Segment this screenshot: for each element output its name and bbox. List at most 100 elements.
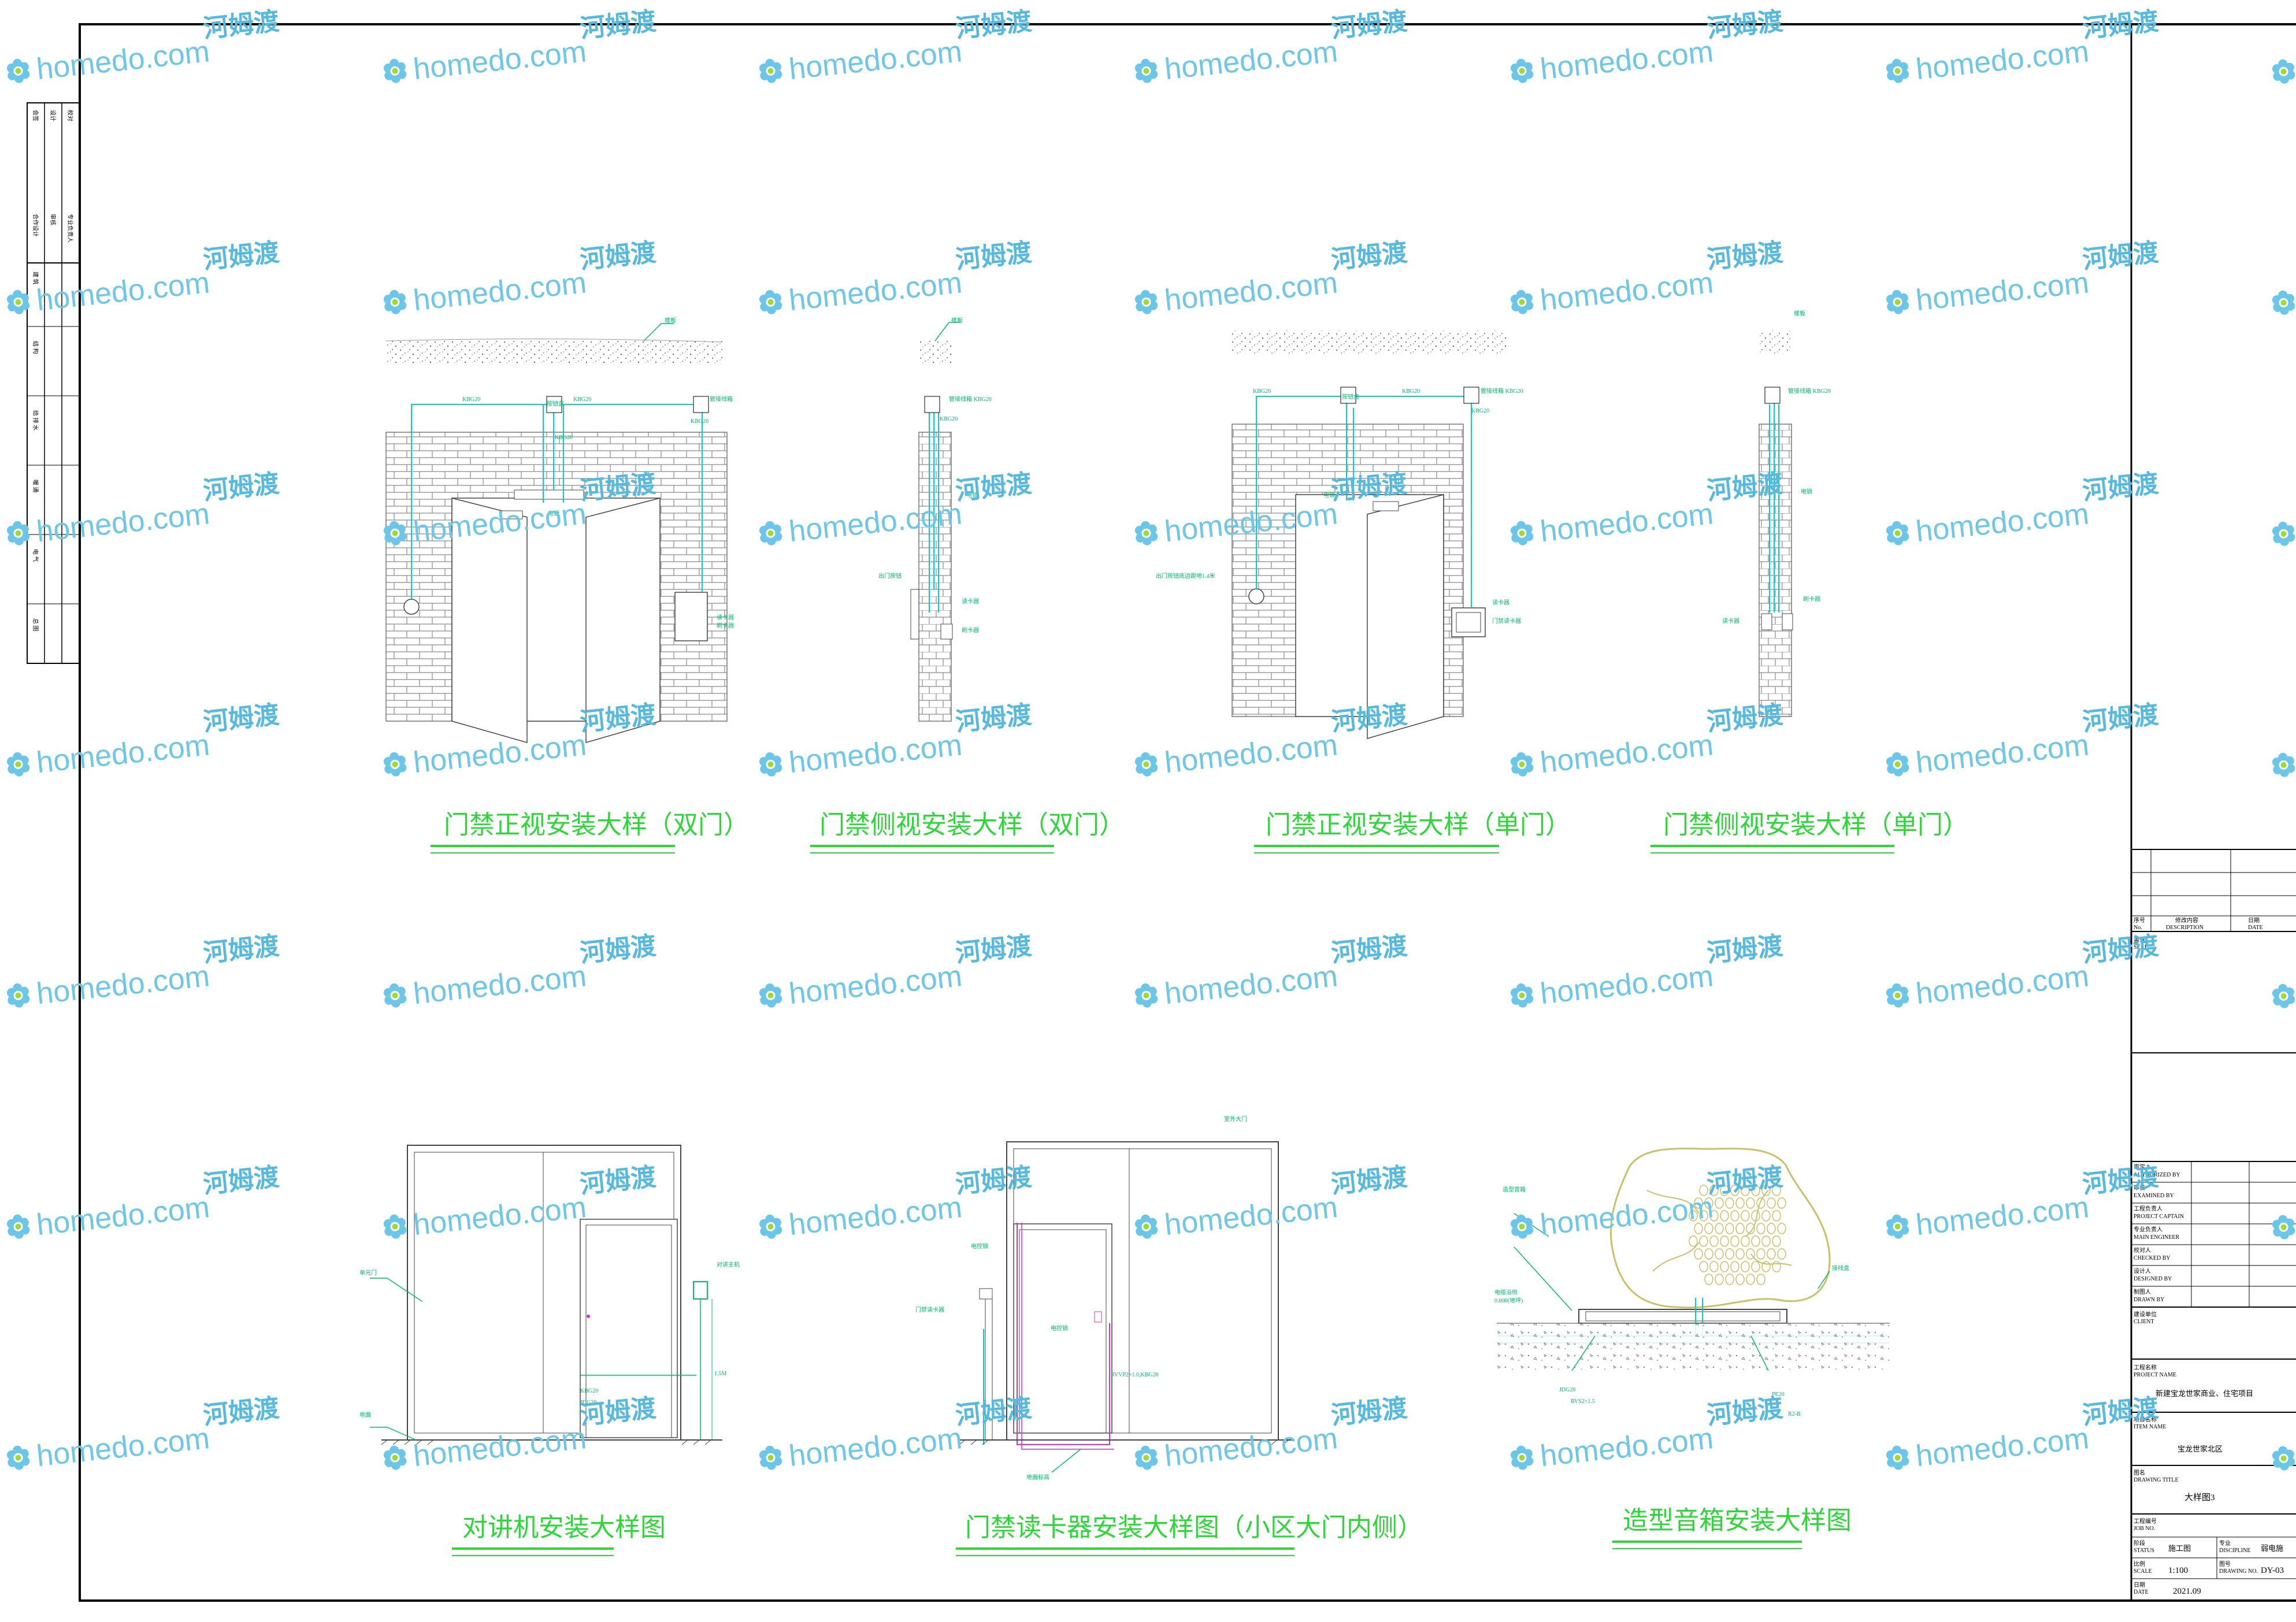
scale-value: 1:100 (2168, 1566, 2188, 1575)
role-label-en: PROJECT CAPTAIN (2134, 1213, 2184, 1220)
d5-label-5: JDG20 (580, 1400, 596, 1406)
discipline-value: 弱电施 (2261, 1544, 2283, 1553)
d6-label-2: 门禁读卡器 (915, 1306, 944, 1313)
d1-label-2: KBG20 (573, 396, 591, 403)
dwgno-label: 图号 (2219, 1561, 2231, 1568)
d7-label-2: 0.000(地坪) (1494, 1297, 1523, 1304)
d1-label-10: 电锁 (548, 510, 559, 517)
d2-label-6: 刷卡器 (962, 626, 979, 634)
left-strip-col: 暖 通 (32, 480, 39, 493)
left-approval-strip: 会签设计校对合作设计审核专业负责人 建 筑结 构给 排 水暖 通电 气总 图 (27, 102, 80, 664)
rev-header-desc-en: DESCRIPTION (2166, 925, 2204, 931)
d5-label-2: 1.5M (714, 1371, 727, 1377)
role-label: 工程负责人 (2134, 1205, 2163, 1212)
d3-label-8: 读卡器 (1492, 599, 1509, 606)
detail-front-double-door (385, 323, 728, 743)
drawing-border (79, 23, 2296, 1602)
role-label: 校对人 (2134, 1246, 2151, 1254)
item-en: ITEM NAME (2134, 1424, 2166, 1430)
role-label-en: CHECKED BY (2134, 1255, 2171, 1261)
role-label-en: DRAWN BY (2134, 1297, 2164, 1303)
detail-front-single-door (1232, 331, 1507, 739)
role-label-en: DESIGNED BY (2134, 1276, 2172, 1282)
scale-label: 比例 (2134, 1560, 2145, 1568)
scale-en: SCALE (2134, 1568, 2152, 1575)
d7-label-1: 电缆沿侧 (1494, 1289, 1518, 1296)
left-strip-row: 合作设计 (32, 214, 39, 237)
date-en: DATE (2134, 1589, 2149, 1595)
d7-label-0: 造型音箱 (1503, 1186, 1526, 1193)
left-strip-row: 审核 (49, 214, 57, 225)
role-label-en: MAIN ENGINEER (2134, 1234, 2179, 1241)
d3-label-2: KBG20 (1402, 388, 1420, 395)
d5-label-4: KBG20 (580, 1388, 598, 1394)
role-label-en: AUTHORIZED BY (2134, 1172, 2180, 1178)
d3-label-5: KBG20 (1471, 408, 1489, 414)
discipline-label: 专业 (2219, 1539, 2231, 1547)
d7-label-3: 接线盒 (1832, 1264, 1849, 1272)
d3-label-9: 门禁读卡器 (1492, 617, 1521, 625)
d1-label-6: KBG20 (691, 418, 709, 425)
detail-rock-speaker (1497, 1148, 1890, 1371)
d1-label-8: KBG20 (555, 435, 573, 441)
seal-en: SEAL (2134, 944, 2148, 951)
detail-gate-card-reader (959, 1141, 1294, 1473)
d7-label-7: R2-B (1788, 1411, 1801, 1417)
d5-label-1: 对讲主机 (717, 1261, 740, 1268)
d2-label-2: KBG20 (940, 416, 958, 422)
project-en: PROJECT NAME (2134, 1372, 2176, 1378)
project-label: 工程名称 (2134, 1364, 2157, 1371)
detail-side-single-door (1759, 331, 1793, 717)
d3-label-7: 出门按钮底边距地1.4米 (1156, 572, 1215, 580)
left-strip-col: 建 筑 (32, 272, 39, 285)
d4-label-1: 管接线箱 KBG20 (1788, 387, 1831, 395)
job-label: 工程编号 (2134, 1517, 2157, 1525)
d1-label-12: 读卡器 (717, 614, 734, 621)
d1-title: 门禁正视安装大样（双门） (444, 811, 749, 839)
d4-label-3: 读卡器 (1722, 617, 1739, 625)
d6-label-3: 电控锁 (1051, 1324, 1068, 1332)
role-label: 审定 (2134, 1163, 2145, 1171)
d4-title: 门禁侧视安装大样（单门） (1663, 811, 1968, 839)
d3-label-3: 管接线箱 KBG20 (1481, 387, 1523, 395)
d7-label-5: RVS2×1.5 (1571, 1398, 1595, 1405)
rev-header-date: 日期 (2248, 917, 2260, 924)
d3-title: 门禁正视安装大样（单门） (1266, 811, 1571, 839)
left-strip-col: 总 图 (32, 618, 39, 632)
d1-label-4: 按钮盒 (547, 400, 564, 407)
left-strip-col: 给 排 水 (32, 410, 39, 430)
title-block (2131, 849, 2296, 1579)
role-label: 专业负责人 (2134, 1226, 2163, 1233)
d1-label-0: 楼板 (665, 317, 676, 324)
d7-label-4: JDG20 (1559, 1387, 1575, 1393)
d3-label-6: 电锁 (1323, 491, 1335, 499)
d6-label-4: RVVP2×1.0,KBG20 (1111, 1372, 1159, 1378)
role-label: 制图人 (2134, 1288, 2151, 1296)
project-name: 新建宝龙世家商业、住宅项目 (2156, 1389, 2253, 1398)
client-en: CLIENT (2134, 1319, 2154, 1325)
d2-label-1: 管接线箱 KBG20 (949, 395, 992, 403)
d3-label-1: 按钮盒 (1342, 393, 1359, 400)
d6-label-1: 电控锁 (971, 1242, 988, 1250)
d4-label-0: 楼板 (1794, 310, 1805, 317)
left-strip-col: 电 气 (32, 549, 39, 562)
status-value: 施工图 (2168, 1544, 2191, 1553)
rev-header-date-en: DATE (2248, 925, 2263, 931)
seal-label: 盖章 (2134, 936, 2145, 944)
role-label-en: EXAMINED BY (2134, 1193, 2174, 1199)
d6-label-0: 室外大门 (1224, 1115, 1247, 1123)
left-strip-col: 结 构 (32, 341, 39, 354)
item-label: 项目名称 (2134, 1416, 2157, 1423)
rev-header-no: 序号 (2134, 916, 2145, 924)
d5-label-3: 地面 (359, 1411, 371, 1419)
d6-title: 门禁读卡器安装大样图（小区大门内侧） (965, 1513, 1423, 1542)
left-strip-row: 校对 (66, 110, 74, 121)
d2-label-5: 读卡器 (962, 597, 979, 605)
drawing-label: 图名 (2134, 1469, 2145, 1476)
discipline-en: DISCIPLINE (2219, 1547, 2250, 1554)
d2-title: 门禁侧视安装大样（双门） (819, 811, 1125, 839)
d1-label-1: KBG20 (462, 396, 480, 403)
date-value: 2021.09 (2173, 1587, 2201, 1596)
